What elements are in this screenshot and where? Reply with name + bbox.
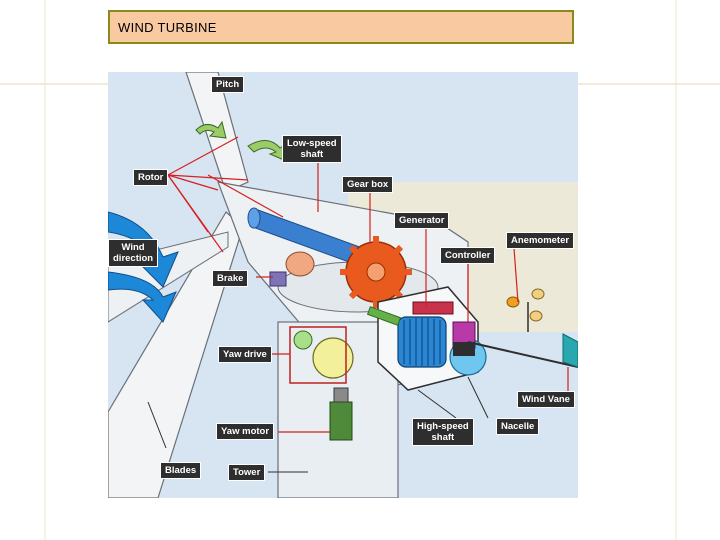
label-blades: Blades [160,462,202,479]
brake-caliper [269,271,287,287]
label-wind-direction: Wind direction [108,239,159,267]
label-wind-vane: Wind Vane [517,391,575,408]
label-gear-box: Gear box [342,176,394,193]
pitch-arrow-left [195,120,227,139]
label-pitch: Pitch [211,76,245,93]
label-generator: Generator [394,212,450,229]
label-tower: Tower [228,464,266,481]
yaw-drive-gear [293,330,354,379]
slide-title-box: WIND TURBINE [108,10,574,44]
wind-turbine-diagram: Pitch Rotor Low-speed shaft Gear box Gen… [108,72,578,498]
label-anemometer: Anemometer [506,232,575,249]
vane-arm [467,341,578,368]
wind-arrow-bottom [108,271,177,323]
pitch-arrow-right [247,140,287,161]
label-rotor: Rotor [133,169,169,186]
leader-lines [167,136,569,433]
label-nacelle: Nacelle [496,418,540,435]
anemometer-cup [506,296,520,308]
yaw-motor-shape [329,401,353,441]
wind-arrow-top [108,211,179,288]
gear-box-gear [340,236,412,308]
label-controller: Controller [440,247,496,264]
slide-title: WIND TURBINE [118,19,217,35]
brake-disc [285,251,315,277]
generator-stator [412,301,454,315]
yaw-drive-highlight [289,326,347,384]
label-yaw-motor: Yaw motor [216,423,275,440]
label-brake: Brake [212,270,249,287]
label-yaw-drive: Yaw drive [218,346,272,363]
high-speed-shaft-shape [366,306,402,326]
label-low-speed-shaft: Low-speed shaft [282,135,342,163]
wind-vane-shape [562,333,578,368]
label-high-speed-shaft: High-speed shaft [412,418,474,446]
